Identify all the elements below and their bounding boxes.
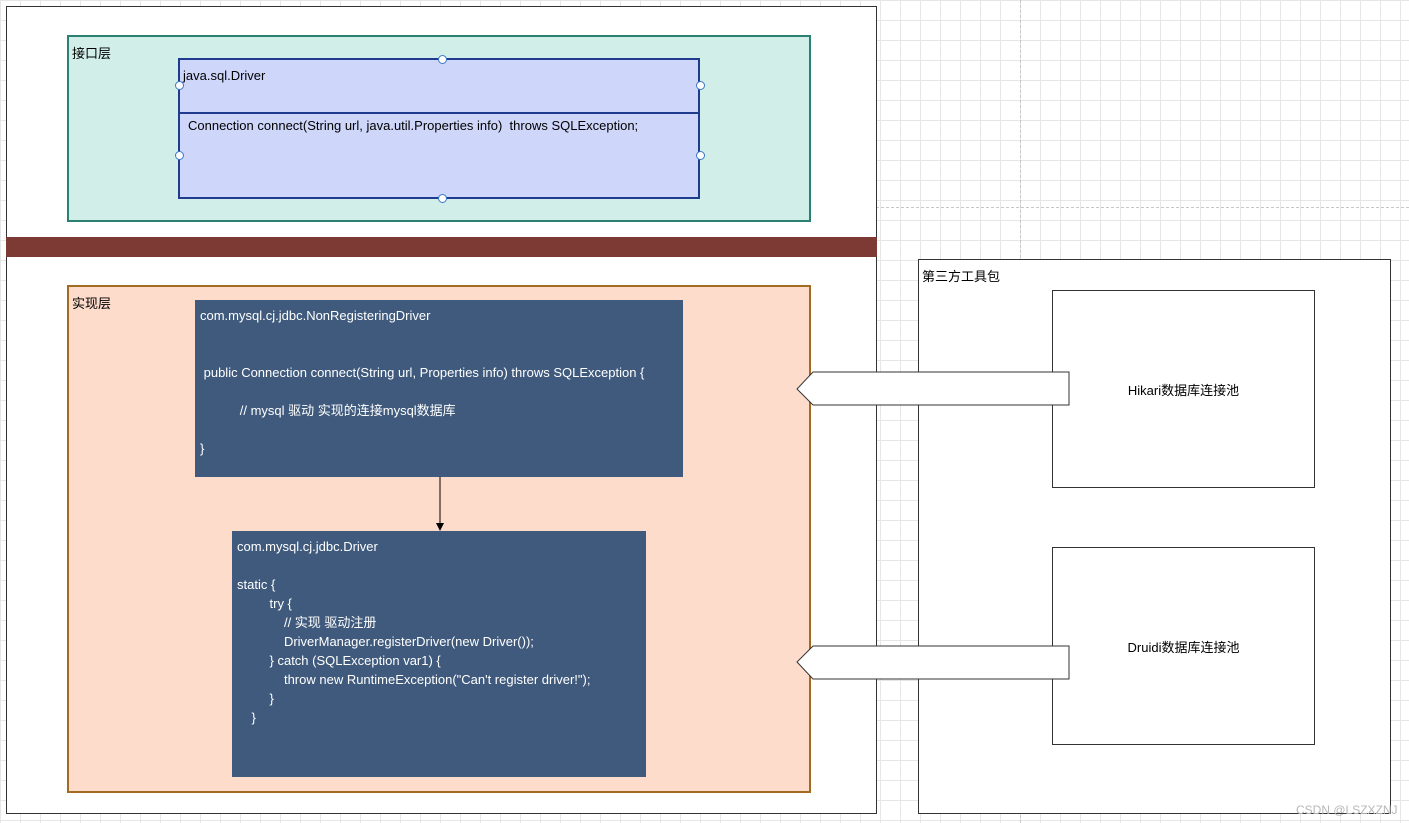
class-name: java.sql.Driver <box>183 68 266 83</box>
mysql-driver-box[interactable]: com.mysql.cj.jdbc.Driver static { try { … <box>232 531 646 777</box>
canvas-guide-horizontal <box>876 207 1409 208</box>
druid-pool-label: Druidi数据库连接池 <box>1127 639 1240 655</box>
hikari-pool-label: Hikari数据库连接池 <box>1127 382 1240 398</box>
druid-pool-box[interactable]: Druidi数据库连接池 <box>1052 547 1315 745</box>
third-party-label: 第三方工具包 <box>922 269 1001 284</box>
mysql-driver-code: com.mysql.cj.jdbc.Driver static { try { … <box>237 539 591 725</box>
hikari-pool-box[interactable]: Hikari数据库连接池 <box>1052 290 1315 488</box>
non-registering-driver-code: com.mysql.cj.jdbc.NonRegisteringDriver p… <box>200 308 645 456</box>
class-header: java.sql.Driver <box>180 60 698 114</box>
implementation-layer-label: 实现层 <box>72 296 112 311</box>
watermark-text: CSDN @LSZXZNJ <box>1296 803 1398 817</box>
driver-interface-class[interactable]: java.sql.Driver Connection connect(Strin… <box>175 55 705 203</box>
class-method: Connection connect(String url, java.util… <box>188 118 639 133</box>
interface-layer-label: 接口层 <box>72 46 112 61</box>
resize-handle-left-lower[interactable] <box>175 151 184 160</box>
resize-handle-right-lower[interactable] <box>696 151 705 160</box>
layer-separator-bar[interactable] <box>6 237 877 257</box>
resize-handle-right-upper[interactable] <box>696 81 705 90</box>
non-registering-driver-box[interactable]: com.mysql.cj.jdbc.NonRegisteringDriver p… <box>195 300 683 477</box>
resize-handle-top[interactable] <box>438 55 447 64</box>
resize-handle-bottom[interactable] <box>438 194 447 203</box>
resize-handle-left-upper[interactable] <box>175 81 184 90</box>
